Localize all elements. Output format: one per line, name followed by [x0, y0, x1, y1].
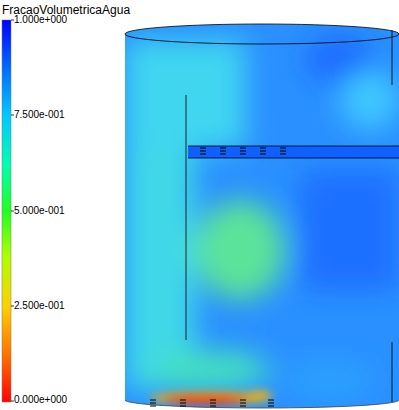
color-bar-ticks: [11, 20, 14, 401]
vessel-outline: [125, 24, 399, 408]
tick-label: 5.000e-001: [14, 205, 65, 217]
tick-label: 1.000e+000: [14, 14, 67, 26]
color-bar: [2, 20, 11, 402]
tick-label: 0.000e+000: [14, 394, 67, 406]
field: [120, 20, 399, 410]
nozzles: [150, 148, 286, 406]
tick-label: 2.500e-001: [14, 300, 65, 312]
tick-label: 7.500e-001: [14, 109, 65, 121]
